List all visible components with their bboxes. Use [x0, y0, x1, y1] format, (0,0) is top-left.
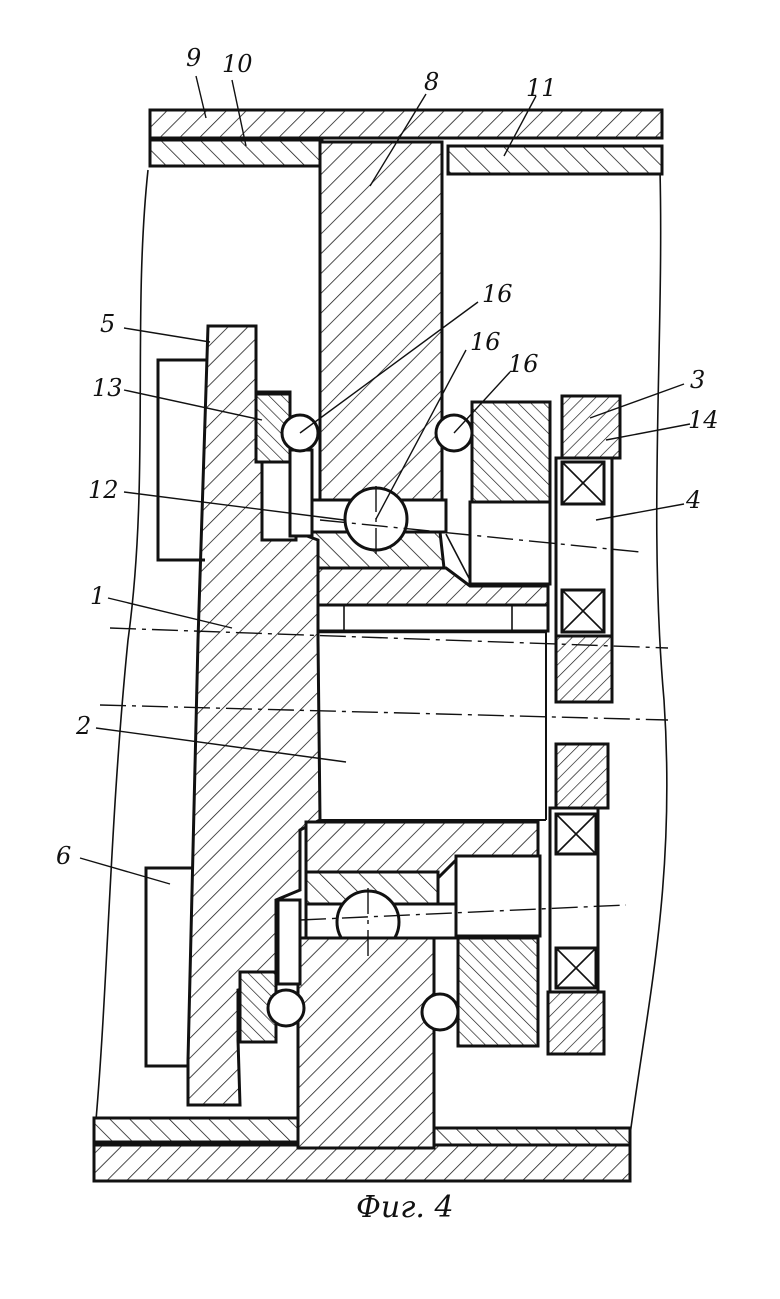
- label-12: 12: [88, 478, 119, 502]
- ring-3-upper: [562, 396, 620, 458]
- lower-right-housing: [458, 938, 538, 1046]
- label-14: 14: [688, 408, 719, 432]
- lower-left-slot: [278, 900, 300, 984]
- roller-upper-a: [562, 462, 604, 504]
- ring-lower-bottom: [548, 992, 604, 1054]
- roller-lower-a: [556, 814, 596, 854]
- label-5: 5: [100, 312, 115, 336]
- label-1: 1: [90, 584, 105, 608]
- lower-right-shaft: [456, 856, 540, 936]
- label-16b: 16: [470, 330, 501, 354]
- leader-5: [124, 328, 210, 342]
- leader-6: [80, 858, 170, 884]
- bearing-13-slot: [290, 450, 312, 536]
- upper-right-housing: [472, 402, 550, 502]
- label-10: 10: [222, 52, 253, 76]
- label-8: 8: [424, 70, 439, 94]
- label-4: 4: [686, 488, 701, 512]
- disk-lower: [298, 938, 434, 1148]
- figure-caption: Фиг. 4: [356, 1190, 454, 1225]
- lower-left-ball: [268, 990, 304, 1026]
- ring-lower-top: [556, 744, 608, 808]
- roller-upper-b: [562, 590, 604, 632]
- inner-shell-bottom-left: [94, 1118, 298, 1142]
- label-9: 9: [186, 46, 201, 70]
- label-13: 13: [92, 376, 123, 400]
- inner-shell-top-10: [150, 140, 322, 166]
- housing-right-break: [630, 170, 667, 1135]
- label-6: 6: [56, 844, 71, 868]
- label-11: 11: [526, 76, 557, 100]
- label-16a: 16: [482, 282, 513, 306]
- ring-4-upper: [556, 636, 612, 702]
- bracket-6: [146, 868, 192, 1066]
- label-2: 2: [76, 714, 91, 738]
- lower-right-ball: [422, 994, 458, 1030]
- inner-shell-top-11: [448, 146, 662, 174]
- label-16c: 16: [508, 352, 539, 376]
- outer-shell-top-9: [150, 110, 662, 138]
- disk-upper-8: [320, 142, 442, 502]
- outer-shell-bottom: [94, 1145, 630, 1181]
- upper-right-shaft: [470, 502, 550, 584]
- label-3: 3: [690, 368, 705, 392]
- axis-2: [100, 705, 668, 720]
- roller-lower-b: [556, 948, 596, 988]
